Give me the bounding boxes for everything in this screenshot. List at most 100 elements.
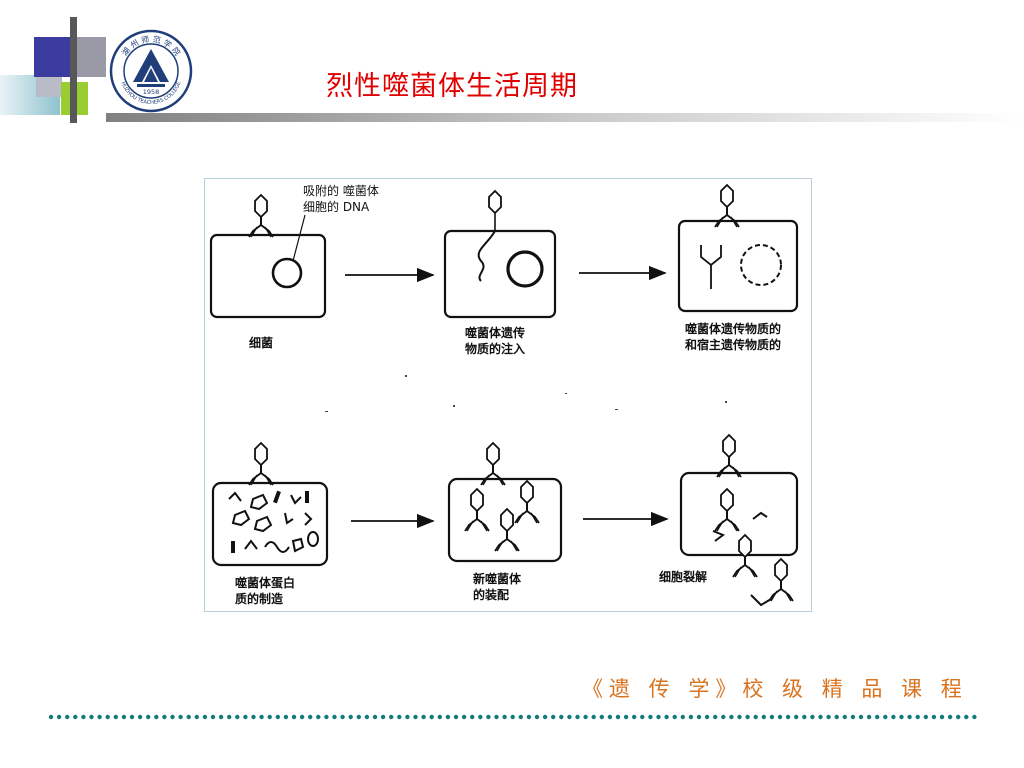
footer-dot bbox=[56, 714, 62, 720]
footer-dot bbox=[380, 714, 386, 720]
footer-dot bbox=[251, 714, 256, 720]
footer-dot bbox=[688, 714, 694, 720]
footer-dot bbox=[97, 714, 102, 720]
footer-dot bbox=[648, 714, 653, 720]
footer-dot bbox=[713, 714, 718, 720]
decor-blue-square bbox=[34, 37, 70, 77]
footer-dot bbox=[891, 714, 896, 720]
caption-degradation: 噬菌体遗传物质的 和宿主遗传物质的 bbox=[685, 322, 782, 352]
course-footer: 《遗 传 学》校 级 精 品 课 程 bbox=[582, 677, 968, 701]
footer-dot bbox=[413, 714, 418, 720]
footer-dot bbox=[478, 714, 483, 720]
callout-label: 吸附的 噬菌体 细胞的 DNA bbox=[303, 184, 379, 214]
footer-dot bbox=[461, 714, 467, 720]
footer-dot bbox=[785, 714, 791, 720]
footer-dot bbox=[972, 714, 977, 720]
footer-dot bbox=[81, 714, 86, 720]
footer-dot bbox=[73, 714, 78, 720]
footer-dot bbox=[632, 714, 637, 720]
footer-dot bbox=[267, 714, 272, 720]
footer-dot bbox=[542, 714, 548, 720]
footer-dot bbox=[672, 714, 677, 720]
footer-dot bbox=[48, 714, 54, 720]
footer-dot bbox=[154, 714, 159, 720]
footer-dot bbox=[218, 714, 224, 720]
svg-text:1958: 1958 bbox=[143, 88, 160, 96]
footer-dot bbox=[502, 714, 507, 720]
footer-dot bbox=[372, 714, 378, 720]
footer-dot bbox=[818, 714, 823, 720]
footer-dot bbox=[65, 714, 70, 720]
slide-title: 烈性噬菌体生活周期 bbox=[326, 71, 578, 102]
footer-dot bbox=[834, 714, 839, 720]
footer-dot bbox=[202, 714, 208, 720]
footer-dot bbox=[753, 714, 758, 720]
footer-dot bbox=[866, 714, 872, 720]
footer-dot bbox=[397, 714, 402, 720]
footer-dot bbox=[470, 714, 475, 720]
footer-dot bbox=[810, 714, 815, 720]
panel-lysis bbox=[679, 434, 799, 607]
caption-bacterium: 细菌 bbox=[249, 336, 274, 350]
footer-dot bbox=[583, 714, 588, 720]
footer-dot bbox=[802, 714, 807, 720]
footer-dot bbox=[842, 714, 847, 720]
footer-dot bbox=[883, 714, 888, 720]
footer-dot bbox=[364, 714, 370, 720]
footer-dot bbox=[348, 714, 353, 720]
footer-dot bbox=[121, 714, 127, 720]
footer-dot bbox=[526, 714, 532, 720]
panel-degradation bbox=[677, 184, 799, 313]
footer-dot bbox=[761, 714, 766, 720]
footer-dot bbox=[316, 714, 321, 720]
footer-dot bbox=[907, 714, 912, 720]
footer-dot bbox=[105, 714, 110, 720]
footer-dot bbox=[518, 714, 523, 720]
footer-dot bbox=[729, 714, 734, 720]
footer-dot bbox=[704, 714, 710, 720]
footer-dot bbox=[146, 714, 151, 720]
panel-assembly bbox=[447, 442, 563, 563]
footer-dotted-line bbox=[48, 714, 977, 720]
footer-dot bbox=[559, 714, 564, 720]
caption-lysis: 细胞裂解 bbox=[659, 570, 708, 584]
panel-protein-synthesis bbox=[211, 442, 329, 567]
footer-dot bbox=[89, 714, 94, 720]
footer-dot bbox=[356, 714, 361, 720]
footer-dot bbox=[340, 714, 345, 720]
lifecycle-drawing bbox=[209, 184, 799, 607]
footer-dot bbox=[623, 714, 629, 720]
footer-dot bbox=[794, 714, 799, 720]
footer-dot bbox=[591, 714, 596, 720]
footer-dot bbox=[567, 714, 572, 720]
footer-dot bbox=[494, 714, 499, 720]
footer-dot bbox=[510, 714, 515, 720]
figure-specks bbox=[325, 375, 727, 412]
footer-dot bbox=[332, 714, 337, 720]
footer-dot bbox=[259, 714, 264, 720]
footer-dot bbox=[923, 714, 928, 720]
footer-dot bbox=[915, 714, 920, 720]
footer-dot bbox=[429, 714, 434, 720]
footer-dot bbox=[615, 714, 621, 720]
decor-light-square bbox=[36, 77, 62, 97]
footer-dot bbox=[421, 714, 426, 720]
footer-dot bbox=[575, 714, 580, 720]
footer-dot bbox=[721, 714, 726, 720]
footer-dot bbox=[389, 714, 394, 720]
footer-dot bbox=[664, 714, 669, 720]
footer-dot bbox=[696, 714, 702, 720]
footer-dot bbox=[137, 714, 143, 720]
footer-dot bbox=[445, 714, 451, 720]
footer-dot bbox=[769, 714, 775, 720]
footer-dot bbox=[745, 714, 750, 720]
footer-dot bbox=[299, 714, 305, 720]
footer-dot bbox=[931, 714, 937, 720]
footer-dot bbox=[899, 714, 904, 720]
panel-bacterium bbox=[209, 194, 327, 319]
caption-assembly: 新噬菌体 的装配 bbox=[473, 572, 522, 602]
footer-dot bbox=[640, 714, 645, 720]
footer-dot bbox=[227, 714, 232, 720]
footer-dot bbox=[437, 714, 442, 720]
footer-dot bbox=[939, 714, 945, 720]
